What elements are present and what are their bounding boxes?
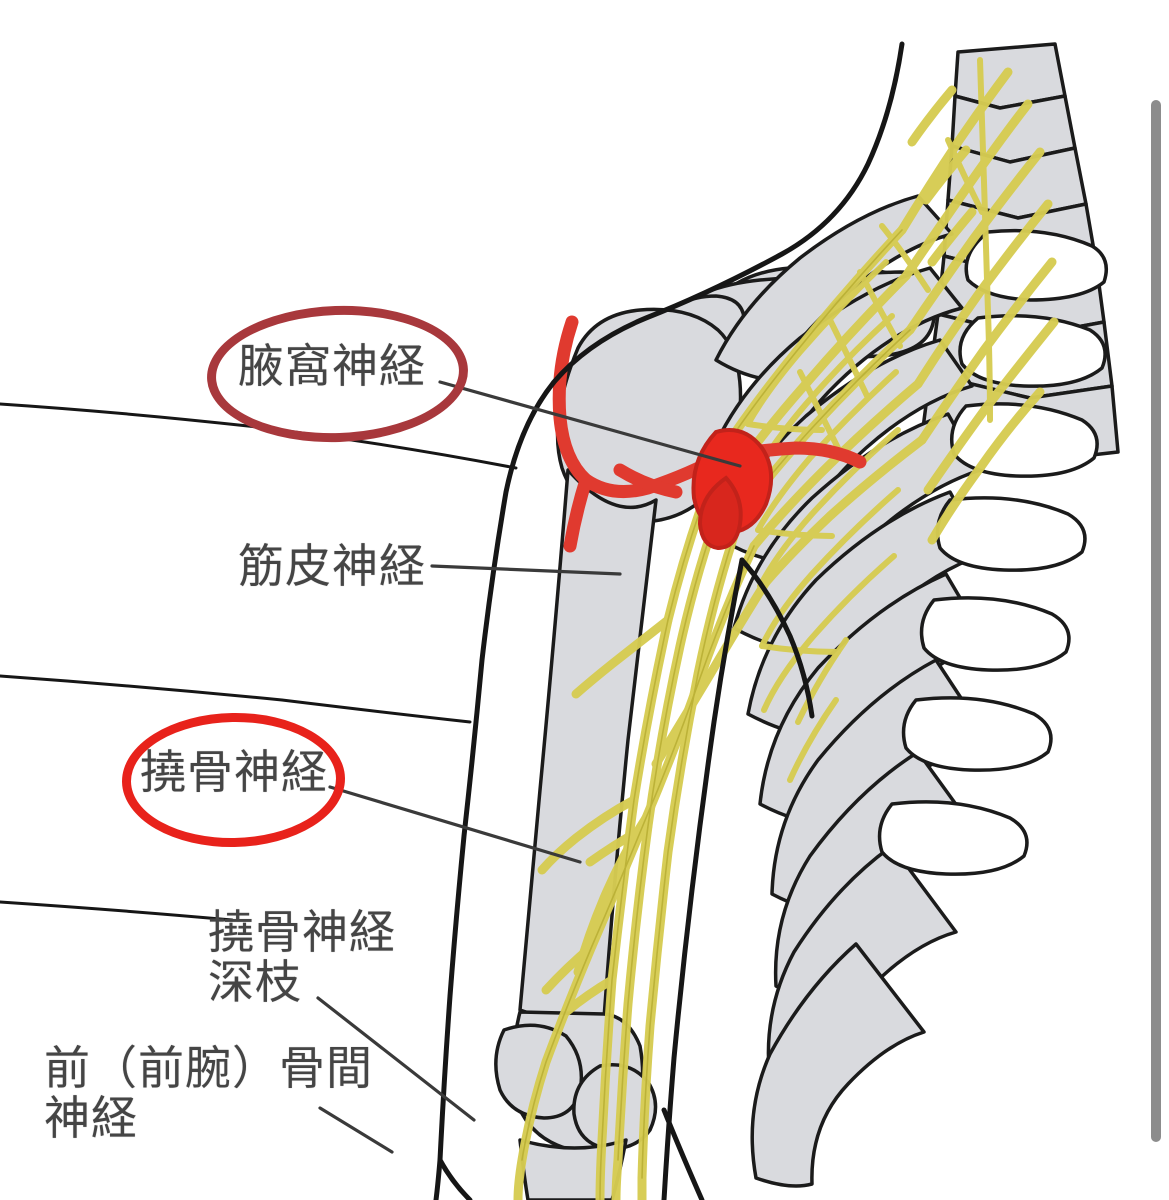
vertical-scrollbar[interactable] — [1140, 0, 1169, 1200]
scrollbar-thumb[interactable] — [1151, 100, 1161, 1142]
label-radial-nerve-deep-branch: 撓骨神経 深枝 — [208, 905, 396, 1009]
leader-axillary-nerve — [438, 380, 742, 468]
axillary-vessel-mass — [691, 428, 774, 551]
body-contour — [0, 41, 905, 1200]
label-radial-nerve: 撓骨神経 — [140, 745, 328, 799]
leader-musculocutaneous-nerve — [430, 564, 622, 576]
skeleton-group — [494, 42, 1120, 1200]
leader-radial-nerve — [328, 785, 582, 864]
leader-radial-deep-branch — [316, 996, 476, 1122]
forearm-bones — [518, 1138, 628, 1200]
label-musculocutaneous-nerve: 筋皮神経 — [238, 539, 426, 593]
plexus-anastomoses — [797, 57, 993, 451]
intercostal-nerves — [745, 259, 901, 783]
anatomy-illustration-svg — [0, 41, 1120, 1200]
leader-anterior-interosseous-nerve — [318, 1106, 394, 1154]
artery-descending-branch — [563, 473, 593, 553]
artery-branch-upper — [613, 463, 683, 499]
arm-branches — [537, 615, 673, 1017]
label-anterior-interosseous-nerve: 前（前腕）骨間 神経 — [44, 1041, 373, 1145]
anatomy-figure: 腋窩神経 筋皮神経 撓骨神経 撓骨神経 深枝 前（前腕）骨間 神経 — [0, 41, 1120, 1200]
label-axillary-nerve: 腋窩神経 — [238, 339, 426, 393]
leader-lines — [316, 380, 742, 1154]
